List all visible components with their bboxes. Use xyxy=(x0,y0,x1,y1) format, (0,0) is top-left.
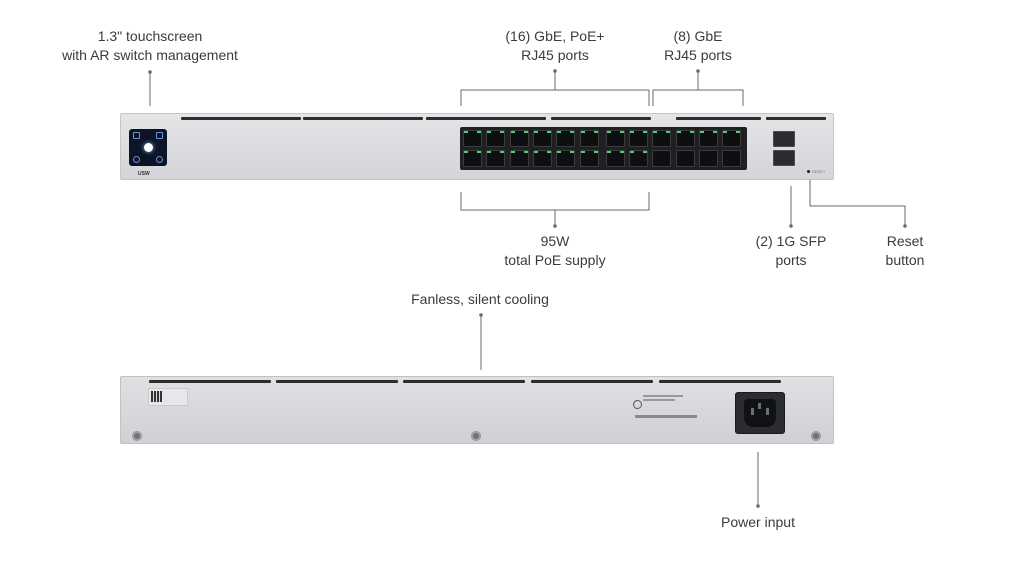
rack-screw xyxy=(811,431,821,441)
label-cooling: Fanless, silent cooling xyxy=(411,291,549,307)
power-inlet[interactable] xyxy=(735,392,785,434)
vent xyxy=(149,380,271,383)
rj45-port[interactable] xyxy=(652,150,672,167)
vent xyxy=(659,380,781,383)
iec-c14-socket xyxy=(744,399,776,427)
rj45-port[interactable] xyxy=(579,130,599,147)
rj45-port[interactable] xyxy=(556,130,576,147)
switch-front-panel: USW RESET xyxy=(120,113,834,180)
switch-rear-panel xyxy=(120,376,834,444)
vent xyxy=(303,117,423,120)
sfp-port-1[interactable] xyxy=(773,131,795,147)
rj45-port[interactable] xyxy=(605,130,625,147)
rj45-port[interactable] xyxy=(556,150,576,167)
bracket-poe-supply xyxy=(460,192,650,211)
rj45-port[interactable] xyxy=(629,150,649,167)
bracket-gbe-ports xyxy=(652,89,744,106)
certification-marks xyxy=(631,391,705,419)
reset-text: RESET xyxy=(812,169,826,174)
rj45-port[interactable] xyxy=(675,150,695,167)
leader-reset xyxy=(809,176,906,226)
rj45-port[interactable] xyxy=(699,130,718,147)
menu-icon xyxy=(133,132,140,139)
reset-button[interactable] xyxy=(807,170,810,173)
rj45-port[interactable] xyxy=(532,150,552,167)
rj45-port[interactable] xyxy=(722,150,742,167)
rack-screw xyxy=(471,431,481,441)
vent xyxy=(403,380,525,383)
rj45-port[interactable] xyxy=(675,130,695,147)
vent xyxy=(551,117,651,120)
rj45-port[interactable] xyxy=(722,130,742,147)
rj45-port[interactable] xyxy=(532,130,552,147)
power-icon xyxy=(133,156,140,163)
rj45-port[interactable] xyxy=(463,150,482,167)
rj45-port[interactable] xyxy=(629,130,649,147)
rj45-port[interactable] xyxy=(486,130,506,147)
sfp-port-2[interactable] xyxy=(773,150,795,166)
label-poe-ports: (16) GbE, PoE+RJ45 ports xyxy=(505,28,605,63)
rj45-port[interactable] xyxy=(652,130,672,147)
rj45-port[interactable] xyxy=(605,150,625,167)
label-power-input: Power input xyxy=(721,514,795,530)
rj45-port[interactable] xyxy=(579,150,599,167)
vent xyxy=(181,117,301,120)
serial-label xyxy=(148,388,188,406)
rack-screw xyxy=(132,431,142,441)
vent xyxy=(276,380,398,383)
qr-code-icon xyxy=(151,391,162,402)
vent xyxy=(766,117,826,120)
bracket-poe-ports xyxy=(460,89,650,106)
touchscreen-display[interactable] xyxy=(129,129,167,166)
settings-icon xyxy=(156,156,163,163)
lock-icon xyxy=(156,132,163,139)
status-dot xyxy=(144,143,153,152)
ubiquiti-logo-icon xyxy=(633,400,642,409)
device-logo: USW xyxy=(138,171,150,177)
rj45-port[interactable] xyxy=(463,130,482,147)
rj45-port-block xyxy=(460,127,747,170)
rj45-port[interactable] xyxy=(486,150,506,167)
rj45-port[interactable] xyxy=(699,150,718,167)
vent xyxy=(531,380,653,383)
rj45-port[interactable] xyxy=(509,150,529,167)
rj45-port[interactable] xyxy=(509,130,529,147)
vent xyxy=(676,117,761,120)
vent xyxy=(426,117,546,120)
